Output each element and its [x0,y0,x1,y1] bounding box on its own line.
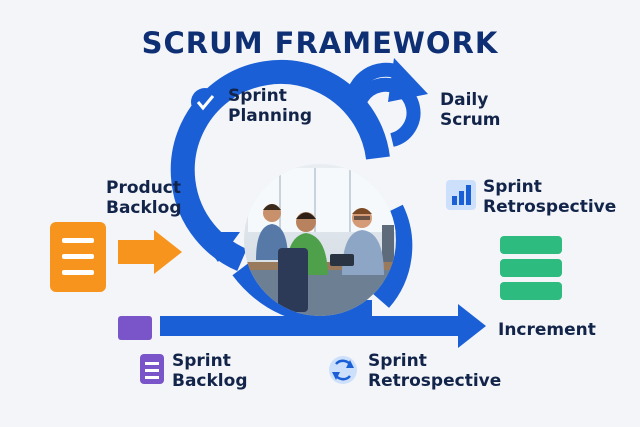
daily-scrum-label: Daily Scrum [440,90,501,130]
increment-arrow [160,304,486,348]
sprint-backlog-label: Sprint Backlog [172,351,248,391]
sprint-planning-label: Sprint Planning [228,86,313,126]
document-list-icon [50,222,106,292]
product-backlog-label: Product Backlog [106,178,182,218]
page-title: SCRUM FRAMEWORK [141,26,499,60]
check-circle-icon [191,88,219,116]
sprint-retrospective-label-top: Sprint Retrospective [483,177,617,217]
increment-label: Increment [498,320,596,340]
bar-chart-icon [446,180,476,210]
sprint-backlog-block [118,316,152,340]
sprint-retrospective-label-bottom: Sprint Retrospective [368,351,502,391]
daily-scrum-arrow [345,58,428,147]
team-photo [244,164,396,316]
product-backlog-arrow [118,230,182,274]
refresh-icon [329,356,357,384]
stacked-blocks-icon [500,236,562,300]
list-icon [140,354,164,384]
